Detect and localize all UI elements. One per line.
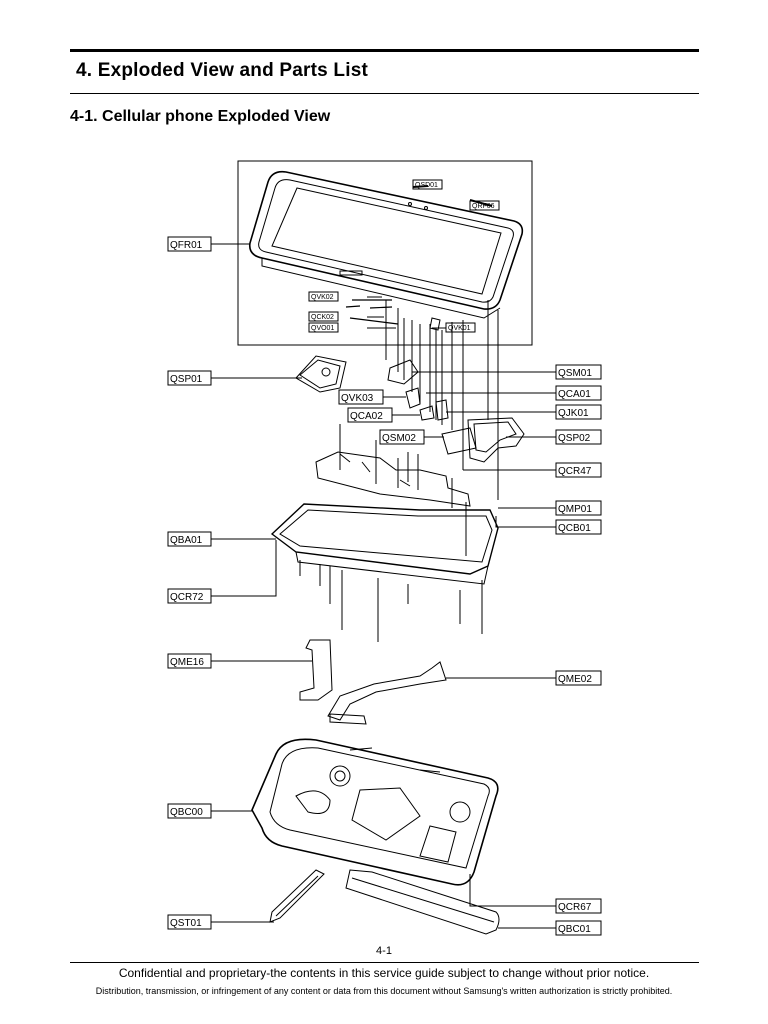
- qst01-part: [269, 869, 325, 923]
- callout-qsp01: QSP01: [170, 374, 203, 385]
- header-rule: [70, 49, 699, 52]
- callout-qsd01: QSD01: [415, 182, 438, 189]
- callout-qjk01: QJK01: [558, 408, 589, 419]
- front-cover-part: [248, 170, 524, 319]
- callout-qsm02: QSM02: [382, 433, 416, 444]
- qsp02-part: [467, 417, 525, 463]
- qme16-part: [299, 639, 333, 701]
- main-board-part: [315, 451, 471, 507]
- qsd01-part: [412, 185, 429, 188]
- page-number: 4-1: [376, 945, 392, 957]
- confidential-notice: Confidential and proprietary-the content…: [118, 966, 650, 980]
- title-underline: [70, 93, 699, 94]
- callout-qme16: QME16: [170, 657, 204, 668]
- callout-qvk03: QVK03: [341, 393, 374, 404]
- callout-qsm01: QSM01: [558, 368, 592, 379]
- front-cover-frame: [237, 160, 533, 346]
- callout-qrf06: QRF06: [472, 203, 495, 210]
- qjk01-part: [435, 399, 449, 421]
- qme02-part: [327, 661, 447, 721]
- callout-qsp02: QSP02: [558, 433, 591, 444]
- callout-qfr01: QFR01: [170, 240, 203, 251]
- callout-qvk02: QVK02: [311, 294, 334, 301]
- callout-qck02: QCK02: [311, 314, 334, 321]
- qca02-part: [419, 405, 435, 421]
- legal-notice: Distribution, transmission, or infringem…: [95, 986, 673, 996]
- qba01-part: [270, 503, 499, 585]
- callout-qme02: QME02: [558, 674, 592, 685]
- qsm02-part: [441, 427, 477, 455]
- footer-rule: [70, 962, 699, 963]
- callout-qbc00: QBC00: [170, 807, 203, 818]
- callout-qvk01: QVK01: [448, 325, 471, 332]
- callout-qbc01: QBC01: [558, 924, 591, 935]
- qvk03-part: [405, 387, 421, 409]
- qbc00-part: [251, 738, 499, 886]
- qbc01-part: [345, 869, 500, 935]
- callout-qmp01: QMP01: [558, 504, 592, 515]
- page-title: 4. Exploded View and Parts List: [76, 60, 368, 81]
- callout-qvo01: QVO01: [311, 325, 334, 332]
- callout-qcb01: QCB01: [558, 523, 591, 534]
- qsp01-part: [295, 355, 347, 393]
- callout-qca02: QCA02: [350, 411, 383, 422]
- callout-qcr72: QCR72: [170, 592, 204, 603]
- callout-qba01: QBA01: [170, 535, 203, 546]
- callout-qst01: QST01: [170, 918, 202, 929]
- callout-qcr67: QCR67: [558, 902, 592, 913]
- callout-qca01: QCA01: [558, 389, 591, 400]
- qsm01-part: [387, 359, 419, 385]
- callout-qcr47: QCR47: [558, 466, 592, 477]
- section-title: 4-1. Cellular phone Exploded View: [70, 108, 331, 125]
